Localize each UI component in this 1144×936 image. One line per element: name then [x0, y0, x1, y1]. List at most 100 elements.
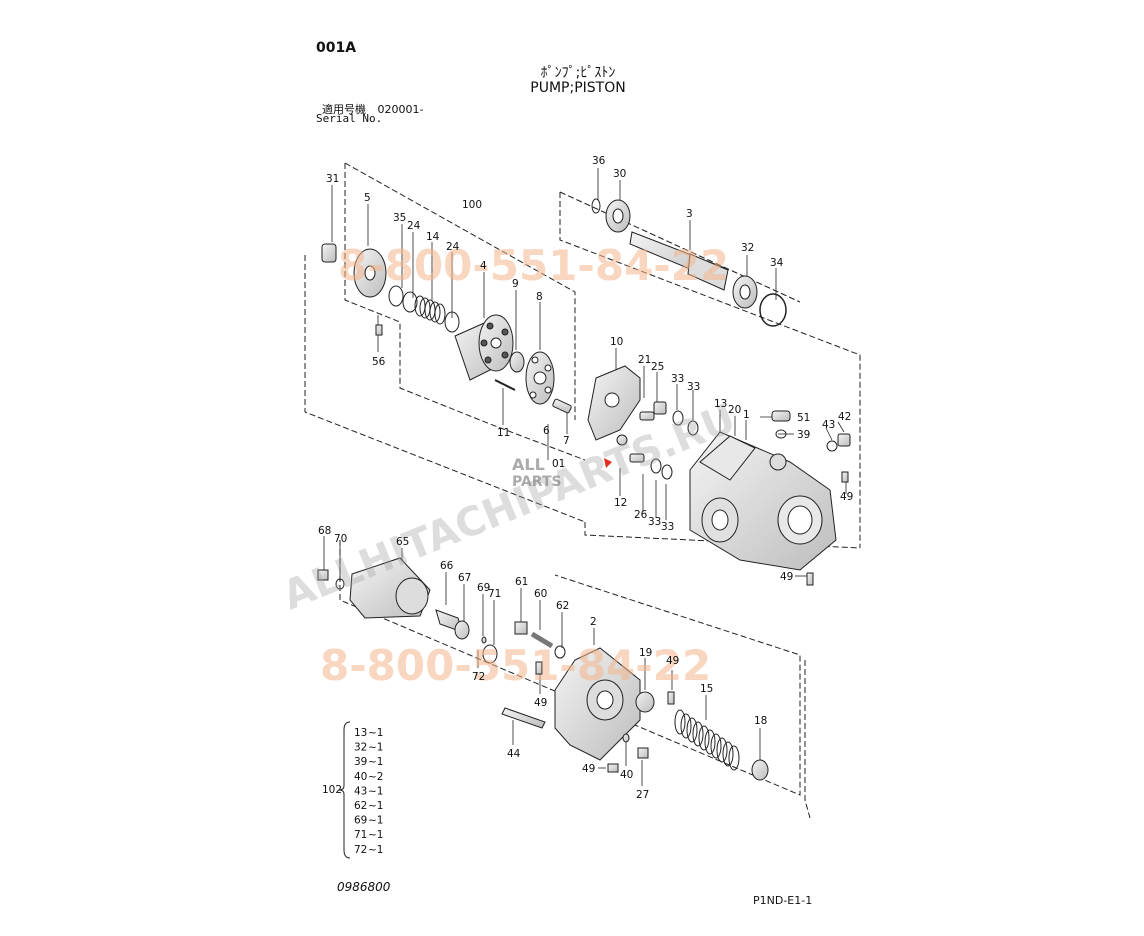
document-number: 0986800 — [337, 880, 391, 894]
kit-item-qty: ~1 — [368, 829, 383, 841]
callout-20: 20 — [728, 404, 741, 416]
callout-39: 39 — [797, 429, 810, 441]
callout-34: 34 — [770, 257, 784, 269]
bolt-49d — [667, 691, 675, 705]
screw-60 — [530, 631, 554, 649]
kit-item-qty: ~1 — [368, 844, 383, 856]
callout-60: 60 — [534, 588, 547, 600]
seat-18 — [751, 759, 769, 781]
kit-rows: 13~132~139~140~243~162~169~171~172~1 — [354, 727, 383, 856]
kit-item-qty: ~2 — [368, 771, 383, 783]
callout-5: 5 — [364, 192, 371, 204]
kit-brace — [338, 721, 351, 859]
page-code: 001A — [316, 40, 357, 56]
callout-21: 21 — [638, 354, 651, 366]
callout-68: 68 — [318, 525, 331, 537]
callout-18: 18 — [754, 715, 767, 727]
callout-27: 27 — [636, 789, 649, 801]
needle-bearing-31 — [321, 243, 337, 263]
sleeve-26 — [629, 453, 645, 463]
callout-62: 62 — [556, 600, 569, 612]
callout-65: 65 — [396, 536, 409, 548]
callout-30: 30 — [613, 168, 626, 180]
kit-item-qty: ~1 — [368, 800, 383, 812]
valve-plate-group — [587, 365, 699, 480]
callout-8: 8 — [536, 291, 543, 303]
callout-3: 3 — [686, 208, 693, 220]
kit-item-qty: ~1 — [368, 785, 383, 797]
callout-2: 2 — [590, 616, 597, 628]
callout-56: 56 — [372, 356, 386, 368]
pin-11 — [494, 379, 516, 391]
kit-item-qty: ~1 — [368, 727, 383, 739]
ball-guide-9 — [509, 351, 525, 373]
callout-51: 51 — [797, 412, 810, 424]
snap-ring-34 — [759, 293, 787, 327]
watermark-logo-bottom: PARTS — [512, 474, 562, 490]
snap-ring-36 — [591, 198, 601, 214]
drive-shaft-group — [591, 198, 787, 327]
callout-49c: 49 — [534, 697, 547, 709]
nut-61 — [514, 621, 528, 635]
pump-housing-1 — [689, 410, 851, 586]
logo-arrow-icon — [604, 458, 612, 468]
callout-11: 11 — [497, 427, 510, 439]
cap-51 — [771, 410, 791, 422]
callout-33c: 33 — [648, 516, 661, 528]
callout-100: 100 — [462, 199, 482, 211]
callout-25: 25 — [651, 361, 664, 373]
leader-lines — [323, 168, 847, 786]
callout-40: 40 — [620, 769, 633, 781]
kit-item-part: 32 — [354, 742, 367, 754]
callout-35: 35 — [393, 212, 406, 224]
serial-label-jp-text: 適用号機 — [322, 103, 366, 116]
callout-labels: 31 5 100 35 24 14 24 4 9 8 56 11 6 7 01 … — [318, 155, 853, 801]
kit-item-part: 72 — [354, 844, 367, 856]
callout-42: 42 — [838, 411, 851, 423]
callout-12: 12 — [614, 497, 627, 509]
pin-27 — [637, 747, 649, 759]
kit-item-part: 43 — [354, 785, 367, 797]
kit-item-part: 71 — [354, 829, 367, 841]
callout-71: 71 — [488, 588, 501, 600]
title-japanese: ﾎﾟﾝﾌﾟ;ﾋﾟｽﾄﾝ — [540, 65, 616, 81]
serial-label-english: Serial No. — [316, 112, 383, 125]
callout-70: 70 — [334, 533, 347, 545]
callout-67: 67 — [458, 572, 471, 584]
end-cover-2 — [501, 647, 769, 781]
callout-9: 9 — [512, 278, 519, 290]
title-english: PUMP;PISTON — [530, 80, 626, 96]
kit-list: 102 13~132~139~140~243~162~169~171~172~1 — [322, 721, 383, 859]
pin-21 — [639, 411, 655, 421]
callout-10: 10 — [610, 336, 623, 348]
callout-36: 36 — [592, 155, 606, 167]
callout-01: 01 — [552, 458, 565, 470]
kit-item-part: 40 — [354, 771, 367, 783]
serial-value: 020001- — [377, 103, 424, 116]
kit-item-qty: ~1 — [368, 756, 383, 768]
callout-49a: 49 — [840, 491, 853, 503]
kit-number: 102 — [322, 784, 342, 796]
kit-item-part: 13 — [354, 727, 367, 739]
callout-7: 7 — [563, 435, 570, 447]
callout-33b: 33 — [687, 381, 700, 393]
callout-33d: 33 — [661, 521, 674, 533]
dashed-assembly-frames — [304, 162, 861, 819]
bolt-44 — [501, 707, 546, 729]
serial-label-japanese: 適用号機 020001- — [322, 101, 423, 117]
sheet-code: P1ND-E1-1 — [753, 894, 813, 907]
bolt-49e — [607, 763, 619, 773]
callout-66: 66 — [440, 560, 454, 572]
spacer-24 — [402, 291, 418, 313]
bolt-49a — [841, 471, 849, 483]
bolt-56 — [375, 324, 383, 336]
callout-6: 6 — [543, 425, 550, 437]
callout-13: 13 — [714, 398, 727, 410]
piston-7 — [552, 398, 572, 414]
callout-49e: 49 — [582, 763, 595, 775]
callout-61: 61 — [515, 576, 528, 588]
gear-pump-group — [317, 557, 566, 675]
spring-15 — [674, 709, 740, 771]
watermark-phone-top: 8-800-551-84-22 — [338, 241, 729, 290]
callout-44: 44 — [507, 748, 521, 760]
